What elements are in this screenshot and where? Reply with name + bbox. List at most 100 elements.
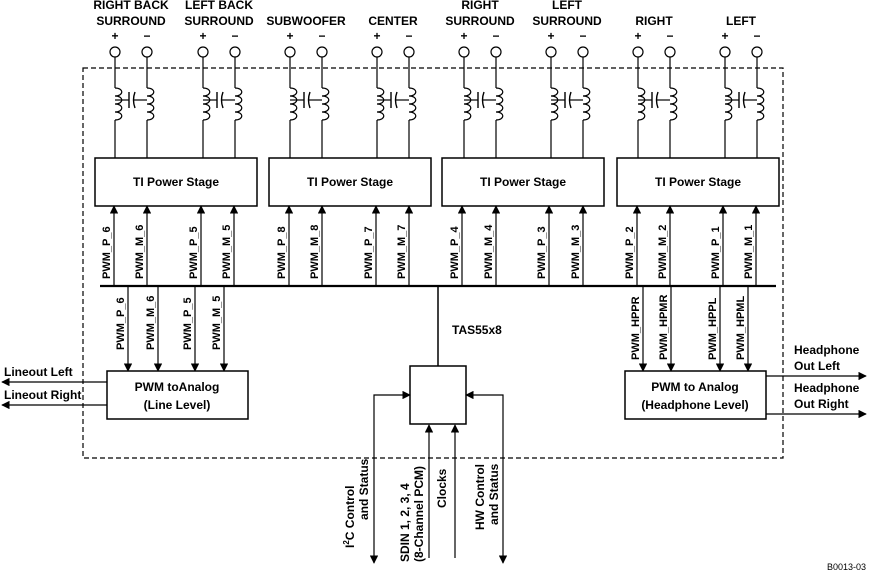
inductor xyxy=(202,87,211,121)
terminal-plus-label: + xyxy=(547,29,554,43)
channel-4: CENTER+ − xyxy=(368,14,418,158)
terminal-minus-label: − xyxy=(405,29,412,43)
terminal-plus-label: + xyxy=(111,29,118,43)
terminal-minus-label: − xyxy=(143,29,150,43)
terminal-minus xyxy=(403,46,415,58)
terminal-minus-label: − xyxy=(231,29,238,43)
terminal-minus xyxy=(490,46,502,58)
channel-label: LEFT BACK xyxy=(185,0,253,12)
hw-label-line2: and Status xyxy=(487,463,501,525)
channel-3: SUBWOOFER+ − xyxy=(266,14,346,158)
line-converter-line1: PWM toAnalog xyxy=(135,380,220,394)
terminal-plus-label: + xyxy=(286,29,293,43)
terminal-minus-label: − xyxy=(318,29,325,43)
terminal-plus xyxy=(632,46,644,58)
terminal-plus-label: + xyxy=(460,29,467,43)
lower-left-signal-label: PWM_P_5 xyxy=(182,297,194,350)
inductor xyxy=(463,87,472,121)
terminal-plus-label: + xyxy=(721,29,728,43)
inductor xyxy=(756,87,765,121)
hp-converter-line2: (Headphone Level) xyxy=(641,398,748,412)
i2c-control-line xyxy=(369,390,411,564)
inductor xyxy=(289,87,298,121)
upper-signal-label: PWM_P_7 xyxy=(363,226,375,279)
terminal-plus-label: + xyxy=(373,29,380,43)
inductor xyxy=(114,87,123,121)
inductor xyxy=(637,87,646,121)
capacitor-plate-curved xyxy=(220,91,224,109)
power-stage-4: TI Power Stage xyxy=(616,157,780,207)
terminal-plus xyxy=(371,46,383,58)
channel-label: SURROUND xyxy=(532,14,602,28)
upper-signal-label: PWM_M_7 xyxy=(396,225,408,279)
figure-id: B0013-03 xyxy=(827,562,866,572)
channel-8: LEFT+− xyxy=(719,14,765,158)
power-stage-label: TI Power Stage xyxy=(655,175,741,189)
capacitor-plate-curved xyxy=(742,91,746,109)
upper-signal-label: PWM_P_6 xyxy=(101,226,113,279)
control-block xyxy=(409,365,467,425)
clocks-label: Clocks xyxy=(435,468,449,508)
upper-signal-label: PWM_M_5 xyxy=(221,225,233,279)
upper-signal-label: PWM_P_1 xyxy=(710,226,722,279)
inductor xyxy=(550,87,559,121)
lower-left-signal-label: PWM_P_6 xyxy=(115,297,127,350)
inductor xyxy=(495,87,504,121)
hp-converter-line1: PWM to Analog xyxy=(651,380,739,394)
terminal-plus-label: + xyxy=(199,29,206,43)
lower-left-signal-label: PWM_M_6 xyxy=(145,296,157,350)
inductor xyxy=(234,87,243,121)
headphone-level-converter: PWM to Analog (Headphone Level) xyxy=(624,370,767,420)
inductor xyxy=(669,87,678,121)
power-stage-label: TI Power Stage xyxy=(307,175,393,189)
power-stage-label: TI Power Stage xyxy=(480,175,566,189)
inductor xyxy=(376,87,385,121)
channel-label: RIGHT xyxy=(635,14,673,28)
upper-signal-label: PWM_P_4 xyxy=(449,226,461,279)
hp-out-left-line1: Headphone xyxy=(794,343,860,357)
capacitor-plate-curved xyxy=(307,91,311,109)
upper-signal-label: PWM_P_5 xyxy=(188,226,200,279)
chip-label: TAS55x8 xyxy=(452,323,502,337)
channel-label: LEFT xyxy=(552,0,583,12)
power-stage-label: TI Power Stage xyxy=(133,175,219,189)
sdin-label-line1: SDIN 1, 2, 3, 4 xyxy=(398,483,412,562)
terminal-plus xyxy=(545,46,557,58)
i2c-label-line2: and Status xyxy=(357,458,371,520)
terminal-minus-label: − xyxy=(492,29,499,43)
channel-label: SUBWOOFER xyxy=(266,14,346,28)
channel-label: SURROUND xyxy=(96,14,166,28)
lower-right-signal-label: PWM_HPMR xyxy=(658,295,670,360)
terminal-minus xyxy=(141,46,153,58)
capacitor-plate-curved xyxy=(132,91,136,109)
terminal-minus xyxy=(316,46,328,58)
terminal-minus-label: − xyxy=(666,29,673,43)
hp-out-right-line1: Headphone xyxy=(794,381,860,395)
power-stage-3: TI Power Stage xyxy=(441,157,605,207)
upper-signal-label: PWM_M_2 xyxy=(657,225,669,279)
lower-right-signal-label: PWM_HPPL xyxy=(707,297,719,360)
capacitor-plate-curved xyxy=(481,91,485,109)
inductor xyxy=(724,87,733,121)
terminal-minus xyxy=(751,46,763,58)
upper-signal-label: PWM_M_6 xyxy=(134,225,146,279)
terminal-plus xyxy=(197,46,209,58)
upper-signal-label: PWM_M_8 xyxy=(309,225,321,279)
terminal-minus-label: − xyxy=(753,29,760,43)
lower-right-signal-label: PWM_HPPR xyxy=(630,296,642,360)
terminal-minus xyxy=(664,46,676,58)
terminal-plus-label: + xyxy=(634,29,641,43)
terminal-plus xyxy=(109,46,121,58)
upper-signal-label: PWM_M_4 xyxy=(483,224,495,279)
lower-left-signal-label: PWM_M_5 xyxy=(211,296,223,350)
chip-boundary xyxy=(82,67,784,459)
terminal-plus xyxy=(284,46,296,58)
channel-label: CENTER xyxy=(368,14,418,28)
line-level-converter: PWM toAnalog (Line Level) xyxy=(106,370,249,420)
upper-signal-label: PWM_P_2 xyxy=(624,226,636,279)
inductor xyxy=(582,87,591,121)
power-stage-1: TI Power Stage xyxy=(94,157,258,207)
